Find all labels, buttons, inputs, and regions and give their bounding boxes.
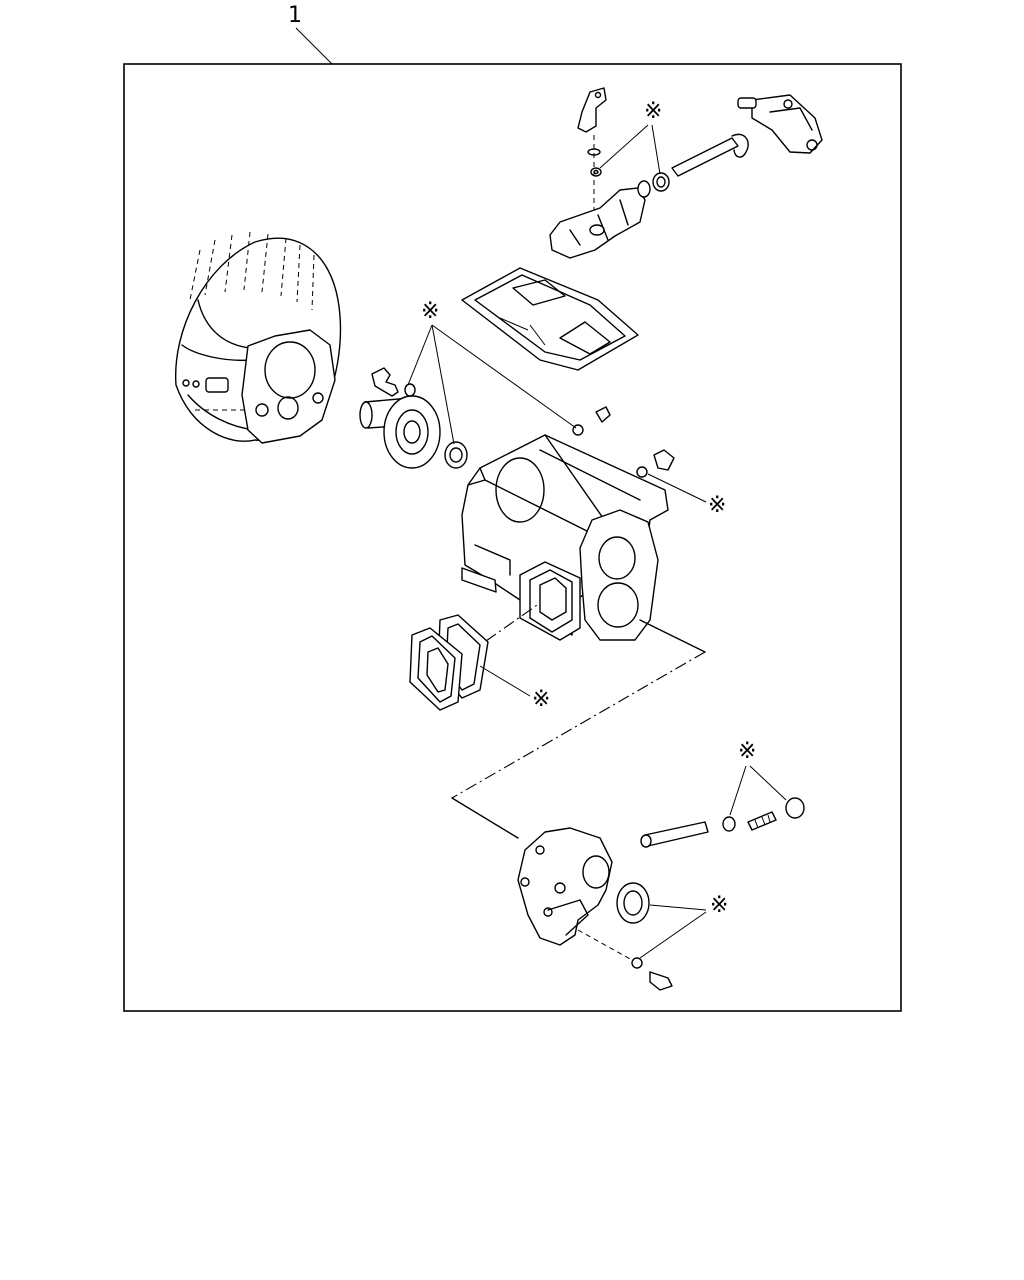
shift-washers: [587, 148, 602, 177]
kit-marker-rear: ※: [639, 893, 728, 959]
kit-marker-top: ※: [599, 99, 662, 175]
kit-frame: [123, 63, 902, 1012]
clutch-housing: [175, 231, 342, 444]
svg-text:※: ※: [532, 687, 550, 712]
alignment-line: [451, 651, 706, 799]
extension-bolt: [649, 971, 673, 991]
shift-lever-bracket: [577, 87, 607, 230]
svg-text:※: ※: [644, 99, 662, 124]
kit-marker-side-cover: ※: [479, 665, 550, 712]
shift-cover: [549, 187, 646, 259]
alignment-line: [451, 797, 519, 839]
kit-marker-switch: ※: [729, 739, 787, 816]
shift-seal-pair: [637, 172, 670, 198]
breather-plug: [572, 406, 611, 436]
speedometer-sleeve: [640, 821, 709, 848]
alignment-line: [485, 602, 541, 642]
side-cover: [409, 627, 463, 711]
retainer-bolt: [371, 367, 416, 397]
shift-cylinder: [737, 94, 823, 154]
rear-oil-seal: [616, 882, 650, 924]
top-cover: [461, 267, 639, 371]
reverse-switch: [747, 797, 805, 831]
transmission-case: [461, 434, 669, 641]
rear-o-ring: [631, 957, 643, 969]
svg-text:※: ※: [710, 893, 728, 918]
front-oil-seal: [444, 441, 468, 469]
svg-text:※: ※: [708, 493, 726, 518]
svg-text:※: ※: [421, 299, 439, 324]
kit-marker-drain: ※: [647, 473, 726, 518]
callout-number: 1: [288, 3, 302, 28]
shift-shaft: [671, 133, 749, 177]
kit-marker-retainer: ※: [407, 299, 577, 445]
extension-housing: [517, 827, 613, 946]
callout-leader: [295, 27, 333, 65]
alignment-line: [639, 619, 706, 653]
sleeve-o-ring: [722, 816, 736, 832]
svg-text:※: ※: [738, 739, 756, 764]
alignment-line: [577, 929, 633, 961]
front-bearing-retainer: [359, 395, 441, 469]
drain-plug: [636, 449, 675, 478]
